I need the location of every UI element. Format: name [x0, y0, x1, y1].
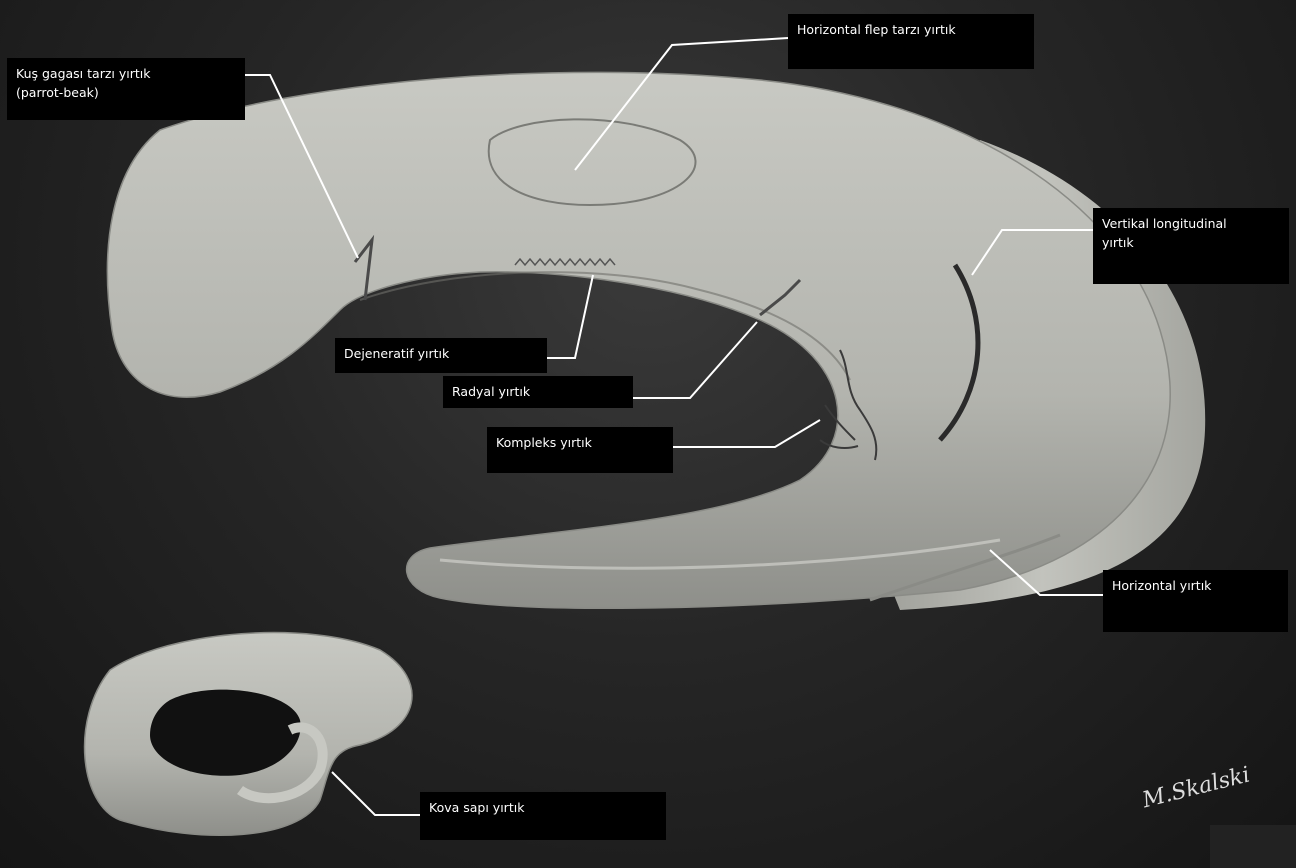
label-complex-tear: Kompleks yırtık — [487, 427, 673, 473]
label-horizontal-tear: Horizontal yırtık — [1103, 570, 1288, 632]
label-parrot-line1: Kuş gagası tarzı yırtık — [16, 64, 236, 83]
label-radial-text: Radyal yırtık — [452, 382, 624, 401]
label-degen-text: Dejeneratif yırtık — [344, 344, 538, 363]
label-bucket-text: Kova sapı yırtık — [429, 798, 657, 817]
label-bucket-handle-tear: Kova sapı yırtık — [420, 792, 666, 840]
label-parrot-beak-tear: Kuş gagası tarzı yırtık (parrot-beak) — [7, 58, 245, 120]
label-complex-text: Kompleks yırtık — [496, 433, 664, 452]
leader-bucket — [332, 772, 420, 815]
label-degenerative-tear: Dejeneratif yırtık — [335, 338, 547, 373]
label-radial-tear: Radyal yırtık — [443, 376, 633, 408]
label-vertical-line1: Vertikal longitudinal — [1102, 214, 1280, 233]
label-vertical-longitudinal-tear: Vertikal longitudinal yırtık — [1093, 208, 1289, 284]
label-horizontal-flap-tear: Horizontal flep tarzı yırtık — [788, 14, 1034, 69]
label-vertical-line2: yırtık — [1102, 233, 1280, 252]
signature-backdrop — [1210, 825, 1296, 868]
leader-complex — [673, 420, 820, 447]
label-horiz-text: Horizontal yırtık — [1112, 576, 1279, 595]
leader-degen — [547, 275, 593, 358]
label-flap-text: Horizontal flep tarzı yırtık — [797, 20, 1025, 39]
label-parrot-line2: (parrot-beak) — [16, 83, 236, 102]
leader-radial — [633, 322, 757, 398]
